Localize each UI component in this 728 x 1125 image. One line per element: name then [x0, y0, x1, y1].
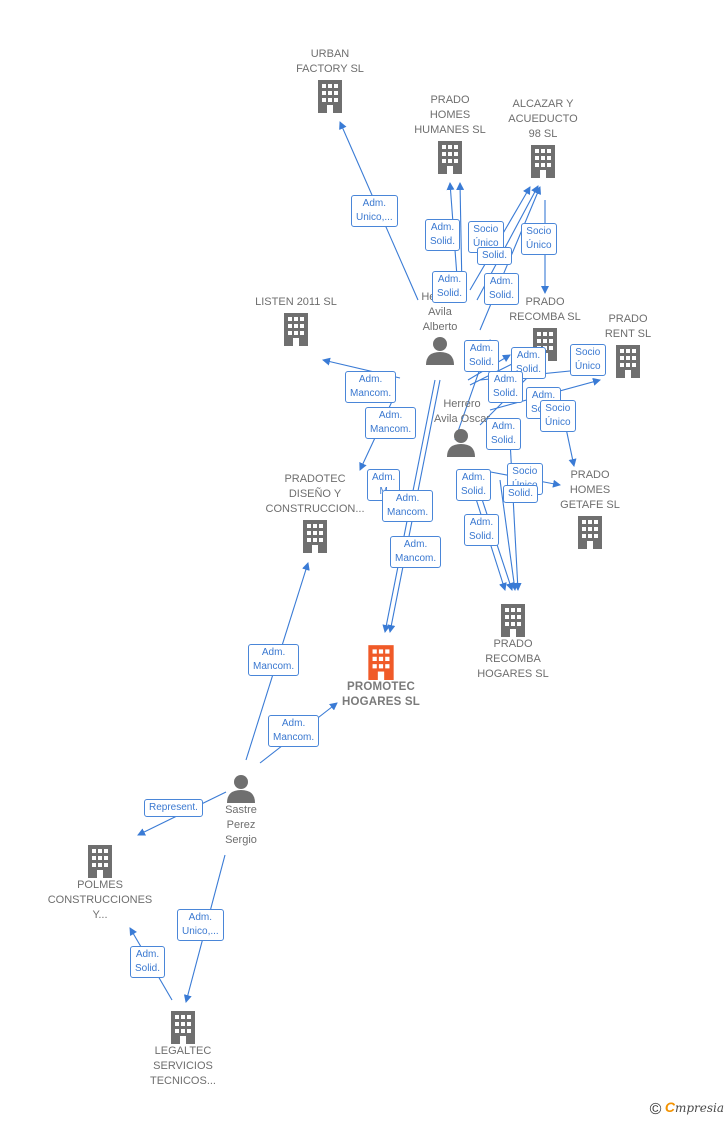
relation-label[interactable]: Socio Único — [570, 344, 606, 376]
company-label: URBAN FACTORY SL — [296, 48, 364, 75]
building-icon — [171, 1011, 195, 1044]
building-icon — [438, 141, 462, 174]
company-node-prado-homes-humanes[interactable]: PRADO HOMES HUMANES SL — [400, 93, 500, 174]
relation-label[interactable]: Adm. Solid. — [425, 219, 461, 251]
relation-label[interactable]: Adm. Mancom. — [382, 490, 434, 522]
relation-label[interactable]: Adm. Solid. — [456, 469, 492, 501]
building-icon — [368, 645, 394, 680]
person-node-sergio[interactable]: Sastre Perez Sergio — [206, 773, 276, 848]
building-icon — [501, 604, 525, 637]
company-node-pradotec[interactable]: PRADOTEC DISEÑO Y CONSTRUCCION... — [255, 472, 375, 553]
relation-label[interactable]: Adm. Solid. — [484, 273, 520, 305]
person-icon — [426, 337, 454, 365]
company-node-urban[interactable]: URBAN FACTORY SL — [280, 47, 380, 113]
company-node-polmes[interactable]: POLMES CONSTRUCCIONES Y... — [40, 842, 160, 923]
building-icon — [318, 80, 342, 113]
company-label: PRADO HOMES GETAFE SL — [560, 469, 620, 511]
relation-label[interactable]: Adm. Unico,... — [177, 909, 224, 941]
brand-logo-letter: C — [664, 1099, 675, 1115]
company-node-prado-homes-getafe[interactable]: PRADO HOMES GETAFE SL — [548, 468, 632, 549]
company-label: LISTEN 2011 SL — [255, 296, 337, 308]
building-icon — [578, 516, 602, 549]
person-node-oscar[interactable]: Herrero Avila Oscar — [420, 397, 504, 457]
relation-label[interactable]: Adm. Mancom. — [365, 407, 417, 439]
relation-label[interactable]: Adm. Solid. — [432, 271, 468, 303]
company-label: PROMOTEC HOGARES SL — [341, 681, 421, 708]
relation-label[interactable]: Adm. Solid. — [130, 946, 166, 978]
building-icon — [616, 345, 640, 378]
company-label: PRADO HOMES HUMANES SL — [414, 94, 486, 136]
company-node-legaltec[interactable]: LEGALTEC SERVICIOS TECNICOS... — [133, 1008, 233, 1089]
empresia-footer[interactable]: © Cmpresia — [650, 1099, 724, 1119]
relation-label[interactable]: Adm. Mancom. — [248, 644, 300, 676]
company-node-prado-rent[interactable]: PRADO RENT SL — [592, 312, 664, 378]
company-label: PRADO RECOMBA SL — [509, 296, 581, 323]
relation-label[interactable]: Adm. Mancom. — [345, 371, 397, 403]
person-icon — [227, 775, 255, 803]
company-label: PRADO RECOMBA HOGARES SL — [477, 638, 549, 680]
relation-label[interactable]: Solid. — [477, 247, 513, 265]
copyright-symbol: © — [649, 1101, 662, 1118]
building-icon — [284, 313, 308, 346]
relation-label[interactable]: Socio Único — [521, 223, 557, 255]
company-label: PRADO RENT SL — [604, 313, 652, 340]
relation-label[interactable]: Adm. Unico,... — [351, 195, 398, 227]
relation-label[interactable]: Adm. Solid. — [464, 340, 500, 372]
relation-label[interactable]: Adm. Mancom. — [390, 536, 442, 568]
company-label: LEGALTEC SERVICIOS TECNICOS... — [149, 1045, 216, 1087]
person-label: Herrero Avila Oscar — [433, 398, 491, 425]
person-node-alberto[interactable]: Herrero Avila Alberto — [405, 290, 475, 365]
relation-label[interactable]: Represent. — [144, 799, 203, 817]
building-icon — [88, 845, 112, 878]
company-label: PRADOTEC DISEÑO Y CONSTRUCCION... — [265, 473, 365, 515]
person-icon — [447, 429, 475, 457]
relation-label[interactable]: Adm. Mancom. — [268, 715, 320, 747]
company-node-alcazar[interactable]: ALCAZAR Y ACUEDUCTO 98 SL — [493, 97, 593, 178]
person-label: Sastre Perez Sergio — [225, 804, 257, 846]
building-icon — [531, 145, 555, 178]
company-label: POLMES CONSTRUCCIONES Y... — [47, 879, 153, 921]
relation-edge — [499, 479, 519, 591]
relation-label[interactable]: Adm. Solid. — [486, 418, 522, 450]
company-node-promotec-main[interactable]: PROMOTEC HOGARES SL — [326, 642, 436, 710]
relation-label[interactable]: Adm. Solid. — [464, 514, 500, 546]
relation-label[interactable]: Socio Único — [540, 400, 576, 432]
relation-label[interactable]: Solid. — [503, 485, 539, 503]
company-label: ALCAZAR Y ACUEDUCTO 98 SL — [508, 98, 578, 140]
brand-logo-text: mpresia — [674, 1101, 724, 1115]
building-icon — [303, 520, 327, 553]
relation-label[interactable]: Adm. Solid. — [488, 371, 524, 403]
company-node-listen[interactable]: LISTEN 2011 SL — [246, 295, 346, 346]
company-node-prado-recomba-hogares[interactable]: PRADO RECOMBA HOGARES SL — [463, 601, 563, 682]
